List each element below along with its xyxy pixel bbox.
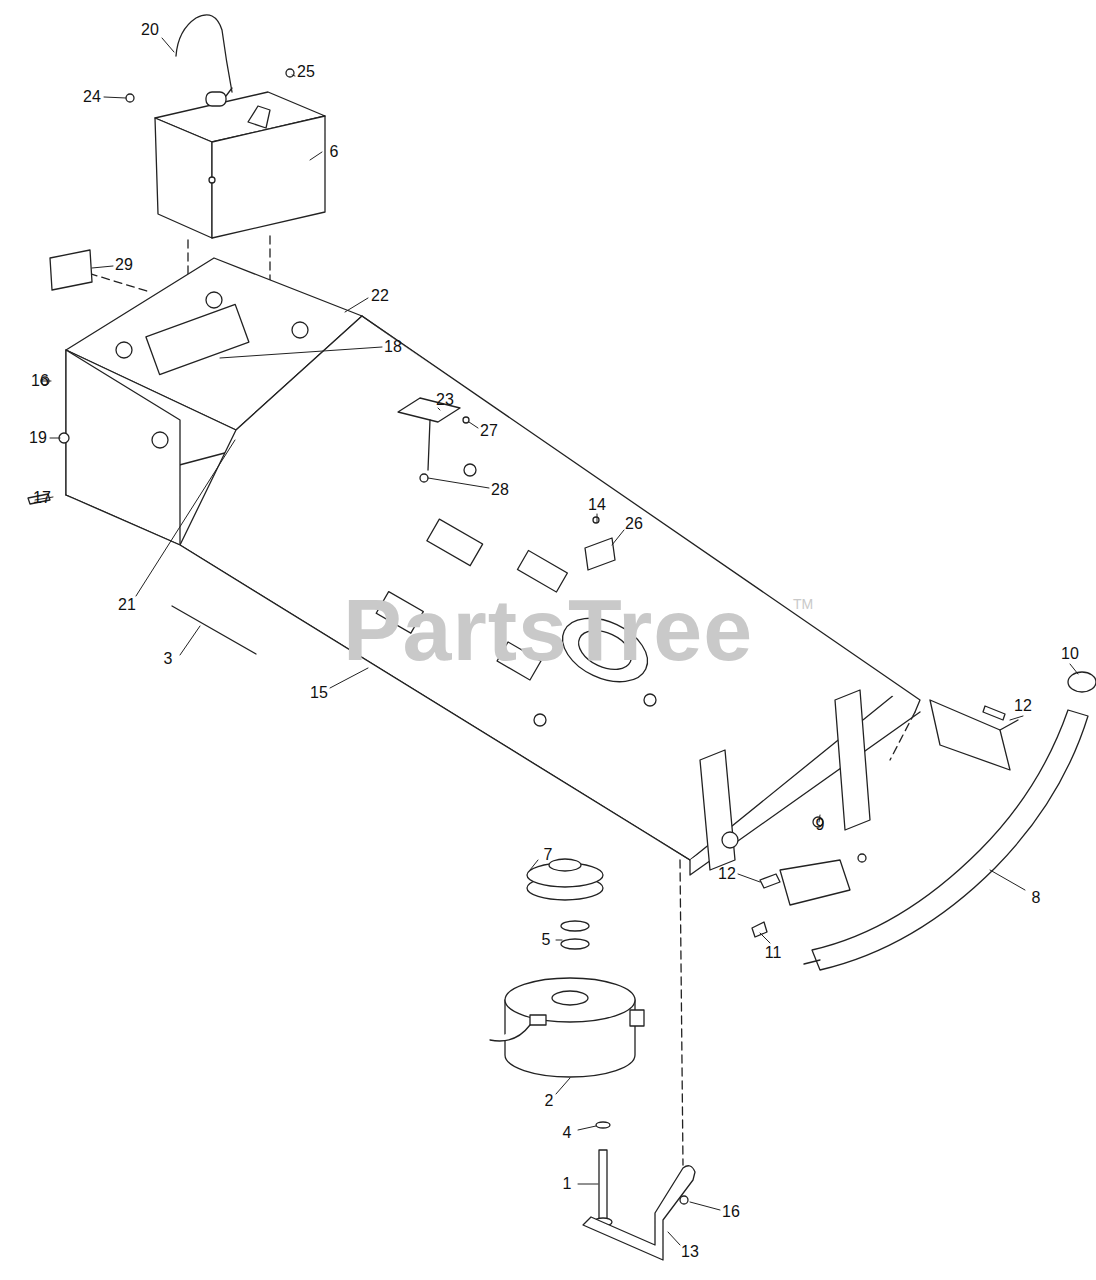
- bolt: [680, 1196, 688, 1204]
- callout-number: 17: [33, 490, 51, 506]
- leader-lines: [35, 38, 1078, 1245]
- callout-number: 21: [118, 597, 136, 613]
- callout-number: 5: [542, 932, 551, 948]
- callout-number: 14: [588, 497, 606, 513]
- callout-number: 24: [83, 89, 101, 105]
- callout-number: 11: [765, 945, 782, 961]
- callout-number: 29: [115, 257, 133, 273]
- callout-number: 16: [722, 1204, 740, 1220]
- callout-number: 6: [330, 144, 339, 160]
- callout-number: 8: [1032, 890, 1041, 906]
- callout-number: 22: [371, 288, 389, 304]
- callout-number: 10: [1061, 646, 1079, 662]
- callout-number: 27: [480, 423, 498, 439]
- guide-lines: [52, 236, 915, 1165]
- battery: [126, 69, 325, 238]
- callout-number: 1: [563, 1176, 572, 1192]
- decal: [50, 250, 92, 290]
- callout-number: 2: [545, 1093, 554, 1109]
- pto-assembly: [490, 859, 644, 1226]
- callout-number: 20: [141, 22, 159, 38]
- callout-number: 26: [625, 516, 643, 532]
- battery-wire: [176, 15, 232, 92]
- bumper: [752, 672, 1096, 970]
- callout-number: 12: [1014, 698, 1032, 714]
- watermark: PartsTree: [343, 586, 753, 674]
- trademark-mark: TM: [793, 597, 813, 611]
- callout-number: 25: [297, 64, 315, 80]
- callout-number: 28: [491, 482, 509, 498]
- callout-number: 18: [384, 339, 402, 355]
- callout-number: 3: [164, 651, 173, 667]
- callout-number: 19: [29, 430, 47, 446]
- callout-number: 16: [31, 373, 49, 389]
- callout-number: 23: [436, 392, 454, 408]
- callout-number: 4: [563, 1125, 572, 1141]
- callout-number: 13: [681, 1244, 699, 1260]
- callout-number: 15: [310, 685, 328, 701]
- callout-number: 12: [718, 866, 736, 882]
- main-frame: [66, 316, 920, 875]
- lift-bracket: [583, 1166, 695, 1260]
- callout-number: 9: [816, 817, 825, 833]
- callout-number: 7: [544, 847, 553, 863]
